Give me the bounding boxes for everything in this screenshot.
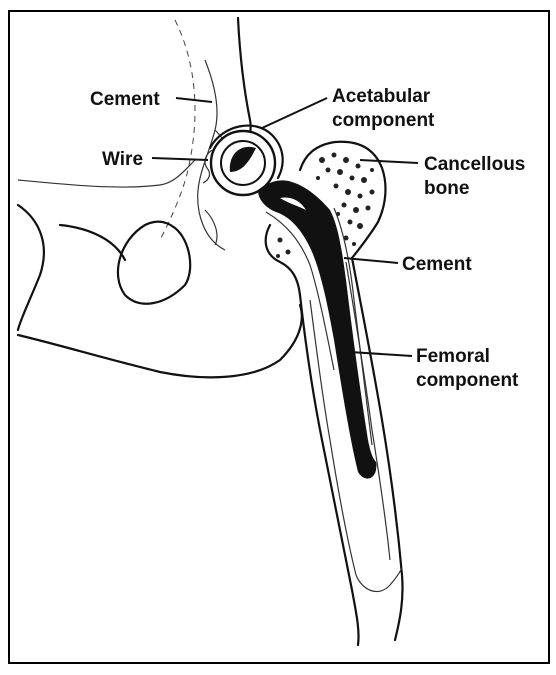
leader-cement-top	[176, 98, 212, 102]
label-cancellous-line1: Cancellous	[424, 154, 525, 175]
pelvis-left-outline	[18, 205, 44, 330]
label-acetabular-line2: component	[332, 110, 435, 131]
label-cancellous-line2: bone	[424, 178, 469, 199]
femoral-neck-medial	[266, 225, 300, 295]
label-acetabular-line1: Acetabular	[332, 86, 431, 107]
label-femoral-line2: component	[416, 370, 519, 391]
label-wire: Wire	[102, 149, 143, 170]
leader-cancellous	[360, 160, 418, 163]
label-cement-top: Cement	[90, 89, 160, 110]
medial-cancellous-texture	[276, 238, 291, 259]
label-cement-right: Cement	[402, 254, 472, 275]
pubis-outline	[60, 225, 125, 260]
pelvis-dashed-outline	[160, 20, 195, 240]
obturator-foramen	[118, 222, 190, 304]
femur-distal-end	[356, 568, 402, 592]
leader-femoral	[350, 352, 412, 356]
leader-acetabular	[262, 98, 327, 128]
label-femoral-line1: Femoral	[416, 346, 490, 367]
ischium-outline	[18, 305, 302, 377]
leader-wire	[152, 158, 208, 160]
